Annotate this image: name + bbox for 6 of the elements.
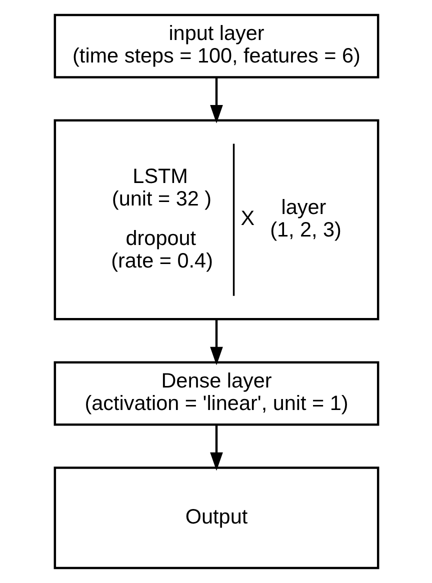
node-box: Output (53, 466, 379, 570)
arrow (210, 320, 222, 366)
arrow (210, 425, 222, 471)
arrow (210, 77, 222, 124)
node-box: Dense layer (activation = 'linear', unit = 1) (53, 361, 379, 426)
node-box: input layer (time steps = 100, features = 6) (53, 14, 379, 78)
